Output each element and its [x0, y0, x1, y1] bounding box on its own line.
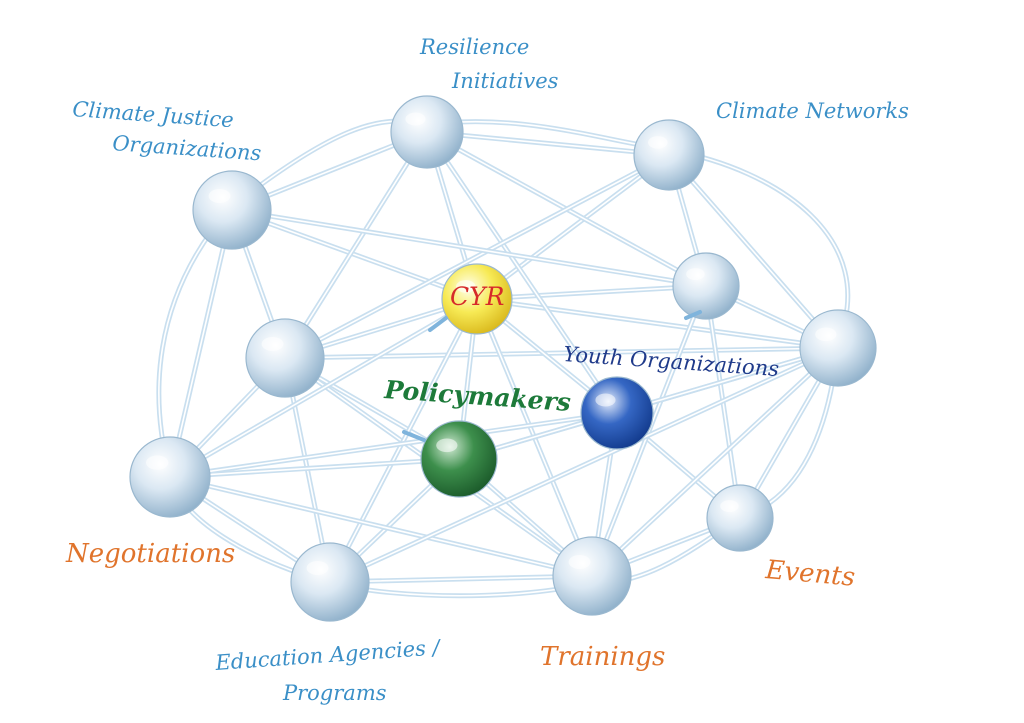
node-climate-networks	[633, 119, 705, 191]
node-unlabeled-far-right-shine	[815, 327, 837, 342]
node-unlabeled-far-right	[799, 309, 877, 387]
nodes-layer	[129, 95, 877, 622]
edge-highlight	[169, 412, 618, 478]
edge-highlight	[476, 298, 839, 349]
callout-tick	[402, 430, 426, 442]
edge-highlight	[329, 298, 478, 583]
label-education-line2: Programs	[282, 681, 387, 705]
callout-tick	[428, 316, 448, 332]
node-youth-organizations-shine	[595, 393, 616, 407]
node-climate-justice-shine	[208, 188, 231, 203]
edge-highlight	[426, 131, 618, 414]
node-youth-organizations	[580, 376, 654, 450]
node-events-shine	[720, 500, 739, 513]
node-policymakers-shine	[436, 438, 458, 453]
edge-highlight	[476, 154, 670, 300]
node-cyr-hub	[441, 263, 513, 335]
edge-highlight	[591, 285, 707, 577]
label-trainings: Trainings	[540, 642, 665, 672]
node-policymakers	[420, 420, 498, 498]
edge-highlight	[169, 458, 460, 478]
label-climate-justice-line2: Organizations	[112, 131, 263, 165]
label-cyr: CYR	[450, 282, 504, 311]
edge-highlight	[169, 209, 233, 478]
node-resilience-shine	[405, 112, 426, 126]
label-events: Events	[763, 555, 856, 593]
node-trainings-shine	[568, 554, 591, 569]
node-unlabeled-left-shine	[261, 336, 284, 351]
edge-highlight	[169, 298, 478, 478]
label-resilience-line1: Resilience	[419, 35, 529, 59]
node-negotiations-shine	[146, 455, 169, 470]
edge-highlight	[426, 131, 670, 156]
label-policymakers: Policymakers	[383, 375, 572, 417]
node-education	[290, 542, 370, 622]
edge-highlight	[476, 285, 707, 300]
edge-highlight	[231, 209, 478, 300]
label-negotiations: Negotiations	[65, 539, 235, 569]
label-education-line1: Education Agencies /	[214, 635, 443, 675]
node-unlabeled-right-shine	[686, 268, 705, 281]
edge-highlight	[329, 347, 839, 583]
node-cyr-hub-shine	[456, 280, 476, 293]
edge-highlight	[231, 209, 707, 287]
label-climate-justice-line1: Climate Justice	[72, 97, 235, 132]
node-trainings	[552, 536, 632, 616]
edge-highlight	[668, 154, 839, 349]
node-climate-justice	[192, 170, 272, 250]
node-climate-networks-shine	[648, 136, 668, 149]
node-unlabeled-left	[245, 318, 325, 398]
edge-highlight	[329, 575, 593, 583]
edge-highlight	[591, 347, 839, 577]
label-resilience-line2: Initiatives	[451, 69, 559, 93]
node-resilience	[390, 95, 464, 169]
node-negotiations	[129, 436, 211, 518]
callout-tick	[684, 310, 702, 320]
node-unlabeled-right	[672, 252, 740, 320]
label-climate-networks: Climate Networks	[716, 99, 909, 123]
edge-highlight	[284, 131, 428, 359]
edge-highlight	[169, 476, 593, 577]
node-education-shine	[306, 560, 329, 575]
node-events	[706, 484, 774, 552]
edge-highlight	[284, 154, 670, 359]
